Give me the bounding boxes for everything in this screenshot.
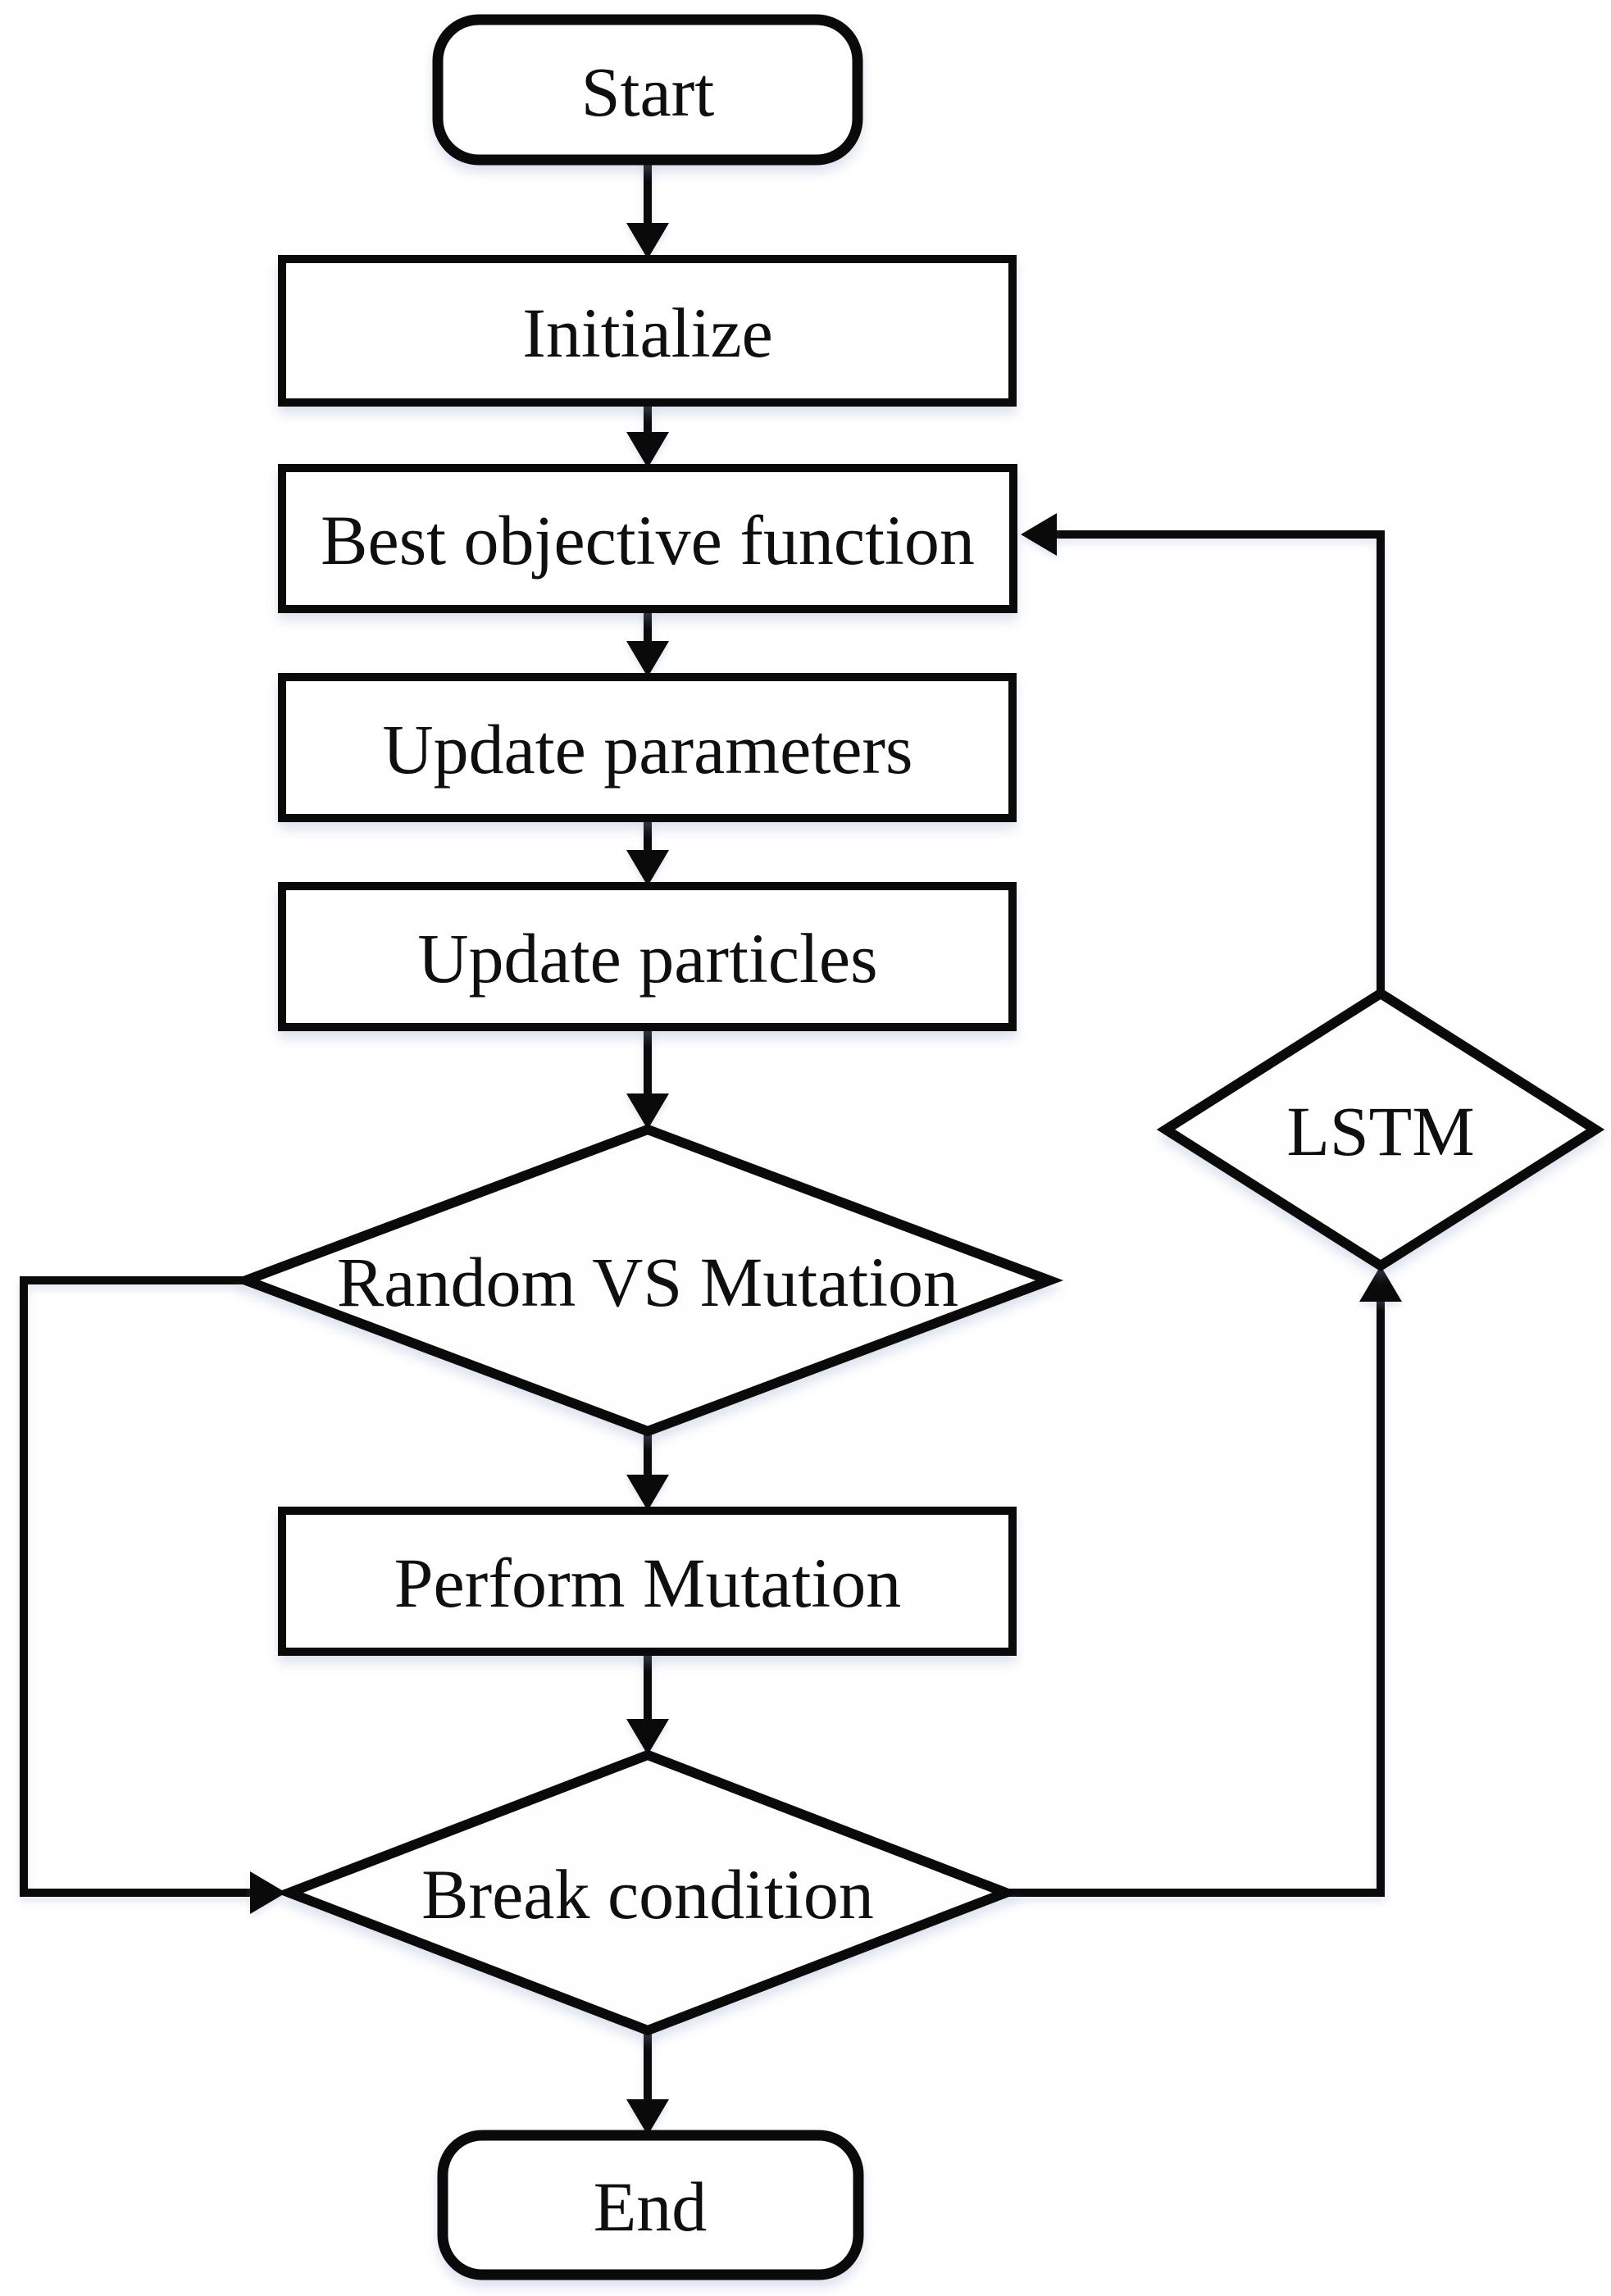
node-update-particles-label: Update particles — [417, 919, 877, 998]
edge-random-vs-mutation-perform-mutation-arrowhead — [626, 1475, 669, 1511]
edge-initialize-best-objective — [626, 402, 669, 468]
edge-start-initialize-arrowhead — [626, 223, 669, 259]
edge-break-condition-end-arrowhead — [626, 2099, 669, 2135]
node-start: Start — [432, 14, 863, 166]
node-perform-mutation-label: Perform Mutation — [394, 1544, 902, 1622]
node-lstm: LSTM — [1156, 987, 1605, 1272]
node-random-vs-mutation: Random VS Mutation — [231, 1124, 1064, 1437]
edge-break-condition-lstm-arrowhead — [1359, 1266, 1402, 1302]
edge-best-objective-update-parameters-arrowhead — [626, 641, 669, 677]
node-break-condition: Break condition — [275, 1749, 1020, 2036]
node-end: End — [437, 2130, 864, 2280]
edge-break-condition-lstm — [1006, 1266, 1402, 1897]
best-objective-function-shape — [278, 464, 1017, 613]
edge-perform-mutation-break-condition — [626, 1652, 669, 1755]
random-vs-mutation-shape — [231, 1124, 1064, 1437]
node-initialize: Initialize — [278, 255, 1017, 407]
node-best-objective-function: Best objective function — [278, 464, 1017, 613]
edge-lstm-best-objective — [1021, 513, 1385, 993]
edge-random-vs-mutation-perform-mutation — [626, 1431, 669, 1511]
edge-best-objective-update-parameters — [626, 609, 669, 677]
edge-lstm-best-objective-arrowhead — [1021, 513, 1057, 556]
node-update-particles: Update particles — [278, 882, 1017, 1031]
node-random-vs-mutation-label: Random VS Mutation — [337, 1243, 958, 1321]
edge-random-vs-mutation-break-condition-arrowhead — [250, 1871, 286, 1914]
edge-update-particles-random-vs-mutation — [626, 1027, 669, 1130]
node-lstm-label: LSTM — [1286, 1092, 1474, 1171]
start-shape — [432, 14, 863, 166]
node-update-parameters-label: Update parameters — [382, 710, 912, 789]
edge-perform-mutation-break-condition-arrowhead — [626, 1719, 669, 1755]
node-best-objective-function-label: Best objective function — [321, 501, 975, 580]
node-update-parameters: Update parameters — [278, 673, 1017, 822]
edge-update-particles-random-vs-mutation-arrowhead — [626, 1093, 669, 1130]
lstm-shape — [1156, 987, 1605, 1272]
edge-start-initialize — [626, 156, 669, 259]
perform-mutation-shape — [278, 1507, 1017, 1656]
edge-update-parameters-update-particles — [626, 818, 669, 886]
edge-update-parameters-update-particles-arrowhead — [626, 850, 669, 886]
node-start-label: Start — [581, 52, 715, 131]
node-initialize-label: Initialize — [522, 293, 773, 372]
edge-initialize-best-objective-arrowhead — [626, 432, 669, 468]
update-particles-shape — [278, 882, 1017, 1031]
node-perform-mutation: Perform Mutation — [278, 1507, 1017, 1656]
break-condition-shape — [275, 1749, 1020, 2036]
edge-break-condition-end — [626, 2031, 669, 2135]
update-parameters-shape — [278, 673, 1017, 822]
initialize-shape — [278, 255, 1017, 407]
end-shape — [437, 2130, 864, 2280]
edge-random-vs-mutation-break-condition — [20, 1276, 286, 1914]
node-break-condition-label: Break condition — [421, 1855, 874, 1934]
node-end-label: End — [594, 2167, 708, 2246]
